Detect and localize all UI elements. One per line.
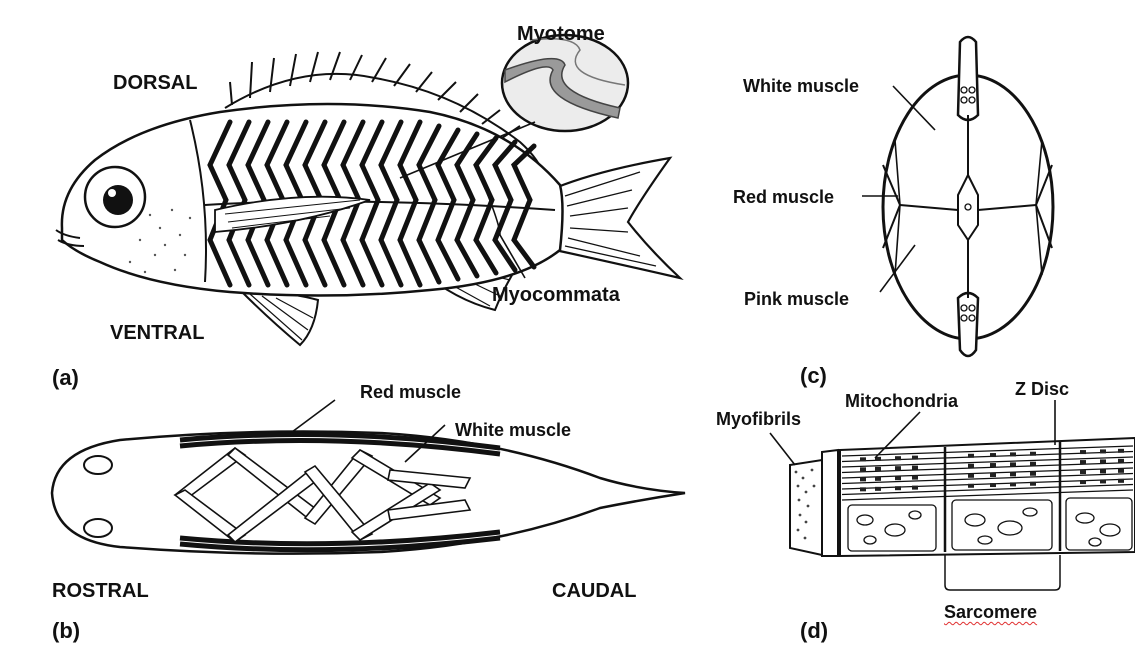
dark-band [1010,462,1016,466]
dark-band [912,456,918,460]
dark-band [1030,482,1036,486]
dark-band [1100,459,1106,463]
label-c-red-muscle: Red muscle [733,188,834,206]
label-c-pink-muscle: Pink muscle [744,290,849,308]
dark-band [895,486,901,490]
label-z-disc: Z Disc [1015,380,1069,398]
label-b-red-muscle: Red muscle [360,383,461,401]
dark-band [1080,470,1086,474]
dark-band [1118,449,1124,453]
panel-label-d: (d) [800,620,828,642]
label-myofibrils: Myofibrils [716,410,801,428]
dark-band [1030,462,1036,466]
dark-band [1080,450,1086,454]
dark-band [1030,472,1036,476]
dark-band [1010,472,1016,476]
label-dorsal: DORSAL [113,73,197,93]
dark-band [860,467,866,471]
label-sarcomere: Sarcomere [944,603,1037,621]
label-ventral: VENTRAL [110,323,204,343]
label-myotome: Myotome [517,24,605,44]
panel-label-c: (c) [800,365,827,387]
dark-band [875,467,881,471]
panel-d-muscle-fiber [770,400,1135,590]
label-b-white-muscle: White muscle [455,421,571,439]
dark-band [1118,469,1124,473]
dark-band [875,487,881,491]
label-caudal: CAUDAL [552,581,636,601]
dark-band [990,483,996,487]
mitochondria-organelles [848,498,1132,551]
dark-band [1030,452,1036,456]
dark-band [968,454,974,458]
dark-band [968,464,974,468]
dark-band [860,487,866,491]
dark-band [912,466,918,470]
dark-band [912,476,918,480]
dark-band [1100,449,1106,453]
label-c-white-muscle: White muscle [743,77,859,95]
panel-b-fish-dorsal [52,400,685,554]
label-myocommata: Myocommata [492,285,620,305]
fish-eye [85,167,145,227]
dark-band [1118,459,1124,463]
dark-band [895,466,901,470]
dark-band [860,457,866,461]
dark-band [990,473,996,477]
dark-band [875,477,881,481]
dark-band [895,476,901,480]
panel-label-a: (a) [52,367,79,389]
dark-band [1080,460,1086,464]
dark-band [968,484,974,488]
dark-band [912,486,918,490]
dark-band [990,453,996,457]
dark-band [1080,480,1086,484]
panel-c-cross-section [862,37,1053,356]
dark-band [895,456,901,460]
label-rostral: ROSTRAL [52,581,149,601]
dark-band [1100,469,1106,473]
panel-label-b: (b) [52,620,80,642]
dark-band [1118,479,1124,483]
dark-band [1010,482,1016,486]
dark-band [1010,452,1016,456]
dark-band [1100,479,1106,483]
dark-band [990,463,996,467]
dark-band [860,477,866,481]
label-mitochondria: Mitochondria [845,392,958,410]
dark-band [968,474,974,478]
caudal-fin [555,158,680,278]
